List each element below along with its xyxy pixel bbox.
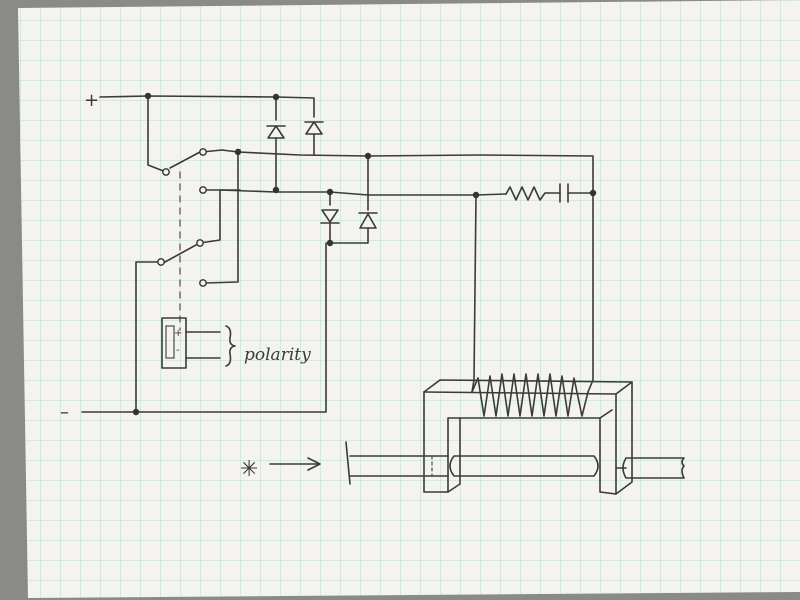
minus-terminal-label: – xyxy=(60,402,69,423)
diode-icon xyxy=(320,209,340,224)
plunger-rod xyxy=(345,441,685,485)
input-marker: ✳ xyxy=(240,457,258,482)
diode-icon xyxy=(358,212,378,229)
polarity-switch xyxy=(161,317,221,369)
polarity-brace xyxy=(225,325,236,367)
plus-terminal-label: + xyxy=(84,90,99,111)
diode-icon xyxy=(266,125,286,139)
solenoid-frame xyxy=(423,379,633,495)
capacitor-icon xyxy=(559,183,569,203)
coil-icon xyxy=(471,373,589,417)
resistor-icon xyxy=(505,186,549,201)
diode-icon xyxy=(304,121,324,135)
wiring xyxy=(81,95,594,413)
polarity-label: polarity xyxy=(244,345,311,365)
graph-grid xyxy=(18,0,800,598)
arrow-right-icon xyxy=(269,457,321,471)
polarity-plus-mark: + xyxy=(174,328,182,339)
junction-dots xyxy=(132,92,597,416)
switch-contacts xyxy=(157,148,207,287)
polarity-minus-mark: - xyxy=(176,345,180,356)
